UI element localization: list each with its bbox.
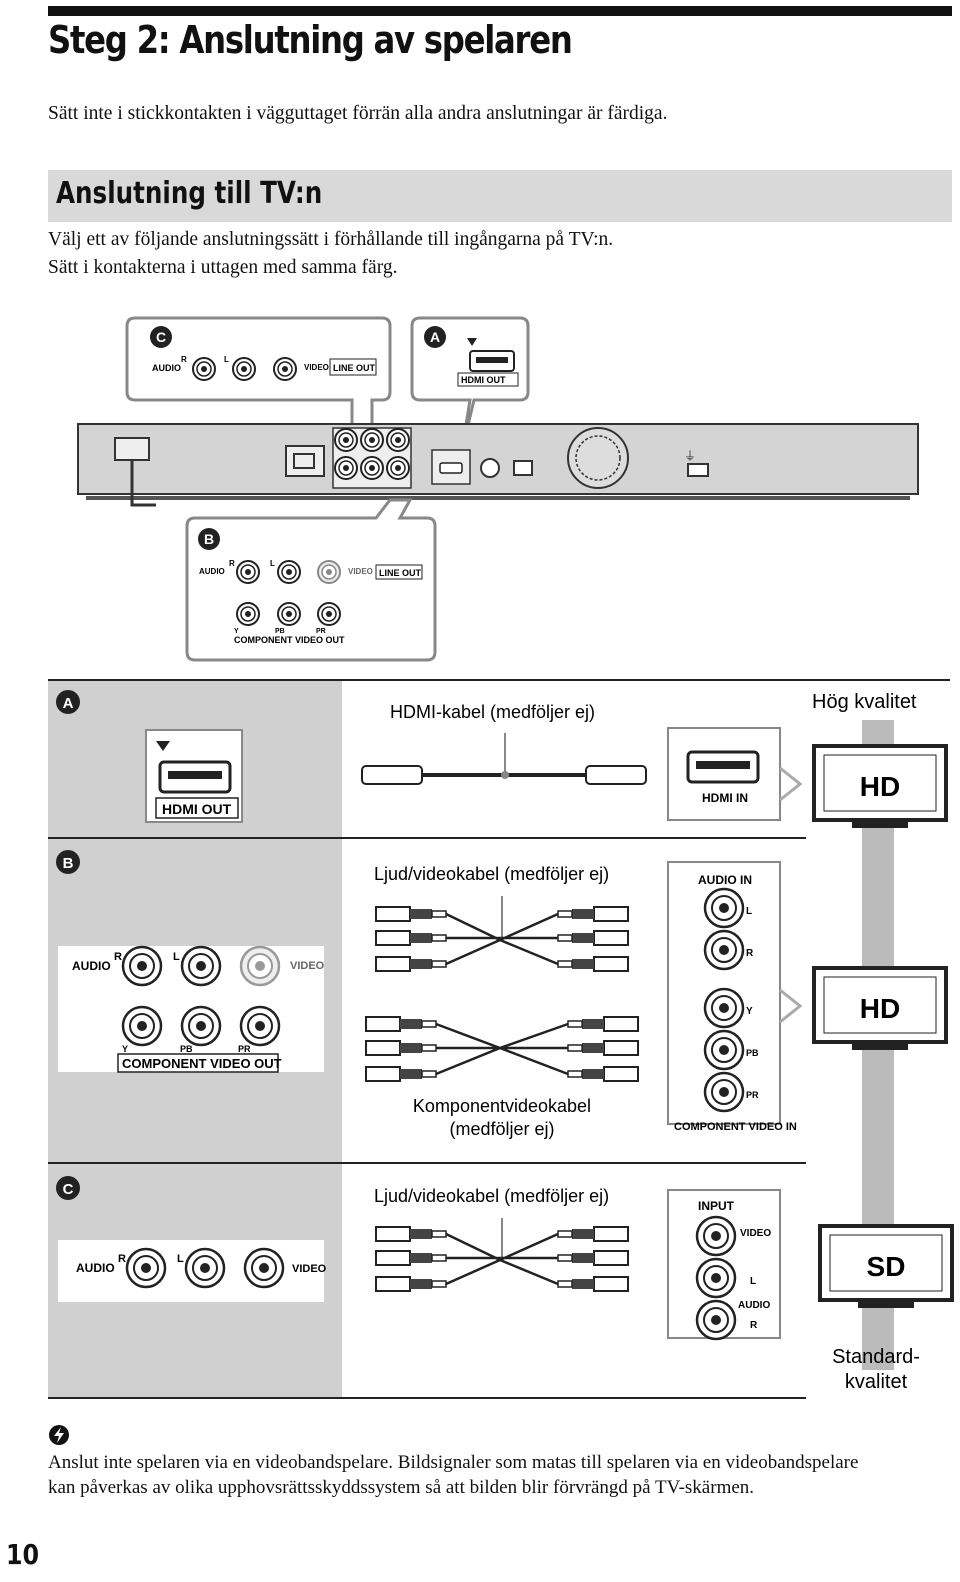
label-l-b: L xyxy=(270,559,275,568)
row-b-audio-in: AUDIO IN xyxy=(698,873,752,887)
row-a: A HDMI OUT HDMI-kabel (medföljer ej) HDM… xyxy=(56,690,948,830)
badge-b xyxy=(198,528,220,550)
badge-a xyxy=(424,326,446,348)
row-c-l: L xyxy=(177,1253,184,1265)
badge-b-label: B xyxy=(204,531,214,547)
row-c-input: INPUT xyxy=(698,1199,735,1213)
row-b-in-y: Y xyxy=(746,1006,753,1017)
page-title: Steg 2: Anslutning av spelaren xyxy=(48,18,573,62)
badge-c xyxy=(150,326,172,348)
row-a-screen: HD xyxy=(860,771,900,802)
row-b-pb: PB xyxy=(180,1044,193,1054)
row-c-video: VIDEO xyxy=(292,1263,327,1275)
label-video-b: VIDEO xyxy=(348,567,373,576)
label-component-b: COMPONENT VIDEO OUT xyxy=(234,635,345,645)
row-b-component-out: COMPONENT VIDEO OUT xyxy=(122,1056,282,1071)
row-b-badge xyxy=(56,850,80,874)
row-b-video: VIDEO xyxy=(290,960,325,972)
row-c-badge xyxy=(56,1176,80,1200)
row-a-badge-label: A xyxy=(63,695,74,712)
row-b-component-in: COMPONENT VIDEO IN xyxy=(674,1121,797,1133)
label-video: VIDEO xyxy=(304,363,329,372)
row-a-hdmi-out: HDMI OUT xyxy=(162,801,232,817)
row-c-quality-2: kvalitet xyxy=(845,1371,908,1393)
row-b-screen: HD xyxy=(860,993,900,1024)
row-b-l: L xyxy=(173,951,180,963)
row-b-in-r: R xyxy=(746,948,754,959)
label-r-b: R xyxy=(229,559,235,568)
row-a-cable-label: HDMI-kabel (medföljer ej) xyxy=(390,702,595,722)
callout-c: C AUDIO R L VIDEO LINE OUT xyxy=(125,316,392,430)
connection-diagram: A HDMI OUT HDMI-kabel (medföljer ej) HDM… xyxy=(48,679,954,1399)
row-c-screen: SD xyxy=(867,1251,906,1282)
label-pr-b: PR xyxy=(316,628,326,635)
row-b-pr: PR xyxy=(238,1044,251,1054)
row-c-in-video: VIDEO xyxy=(740,1228,771,1239)
label-audio: AUDIO xyxy=(152,363,181,373)
warning-icon xyxy=(49,1425,69,1445)
section-heading: Anslutning till TV:n xyxy=(56,176,323,211)
row-c-in-l: L xyxy=(750,1276,756,1287)
row-a-hdmi-in: HDMI IN xyxy=(702,791,748,805)
row-b-y: Y xyxy=(122,1044,128,1054)
row-c-in-audio: AUDIO xyxy=(738,1300,770,1311)
intro-text: Sätt inte i stickkontakten i vägguttaget… xyxy=(48,103,668,124)
row-c-cable-label: Ljud/videokabel (medföljer ej) xyxy=(374,1186,609,1206)
callout-a: A HDMI OUT xyxy=(410,316,530,451)
row-a-quality: Hög kvalitet xyxy=(812,691,917,713)
row-b-cable-1: Ljud/videokabel (medföljer ej) xyxy=(374,864,609,884)
label-line-out-b: LINE OUT xyxy=(379,568,422,578)
row-c: C AUDIO R L VIDEO Ljud/videokabel (medfö… xyxy=(56,1176,954,1393)
section-line-1: Välj ett av följande anslutningssätt i f… xyxy=(48,229,614,250)
label-pb-b: PB xyxy=(275,628,285,635)
row-c-in-r: R xyxy=(750,1320,758,1331)
badge-a-label: A xyxy=(430,329,440,345)
label-r: R xyxy=(181,355,187,364)
row-c-quality-1: Standard- xyxy=(832,1346,920,1368)
row-b-audio: AUDIO xyxy=(72,959,111,973)
section-line-2: Sätt i kontakterna i uttagen med samma f… xyxy=(48,257,398,278)
row-b: B AUDIO R L VIDEO Y PB PR COMPONENT VIDE… xyxy=(56,850,948,1139)
row-b-in-pb: PB xyxy=(746,1048,759,1058)
row-c-r: R xyxy=(118,1253,126,1265)
section-heading-bar xyxy=(48,170,952,222)
row-b-cable-2-line-1: Komponentvideokabel xyxy=(413,1096,591,1116)
row-b-badge-label: B xyxy=(63,855,74,872)
row-b-in-pr: PR xyxy=(746,1090,759,1100)
callout-b: B AUDIO R L VIDEO LINE OUT Y PB PR COMPO… xyxy=(185,498,437,662)
page-number: 10 xyxy=(6,1538,40,1571)
row-b-cable-2-line-2: (medföljer ej) xyxy=(449,1119,554,1139)
row-b-r: R xyxy=(114,951,122,963)
row-a-badge xyxy=(56,690,80,714)
note-line-2: kan påverkas av olika upphovsrättsskydds… xyxy=(48,1477,755,1498)
label-hdmi-out: HDMI OUT xyxy=(461,375,506,385)
player-rear-panel: ⏚ xyxy=(77,423,919,507)
label-y-b: Y xyxy=(234,628,239,635)
title-rule xyxy=(48,6,952,16)
note-line-1: Anslut inte spelaren via en videobandspe… xyxy=(48,1452,859,1473)
row-c-badge-label: C xyxy=(63,1181,74,1198)
label-audio-b: AUDIO xyxy=(199,567,225,576)
badge-c-label: C xyxy=(156,329,166,345)
label-line-out: LINE OUT xyxy=(333,363,376,373)
svg-text:⏚: ⏚ xyxy=(684,449,696,463)
rear-panel-diagram: C AUDIO R L VIDEO LINE OUT A HDMI OUT xyxy=(77,316,919,662)
label-l: L xyxy=(224,355,229,364)
row-c-audio: AUDIO xyxy=(76,1261,115,1275)
row-b-in-l: L xyxy=(746,906,752,917)
